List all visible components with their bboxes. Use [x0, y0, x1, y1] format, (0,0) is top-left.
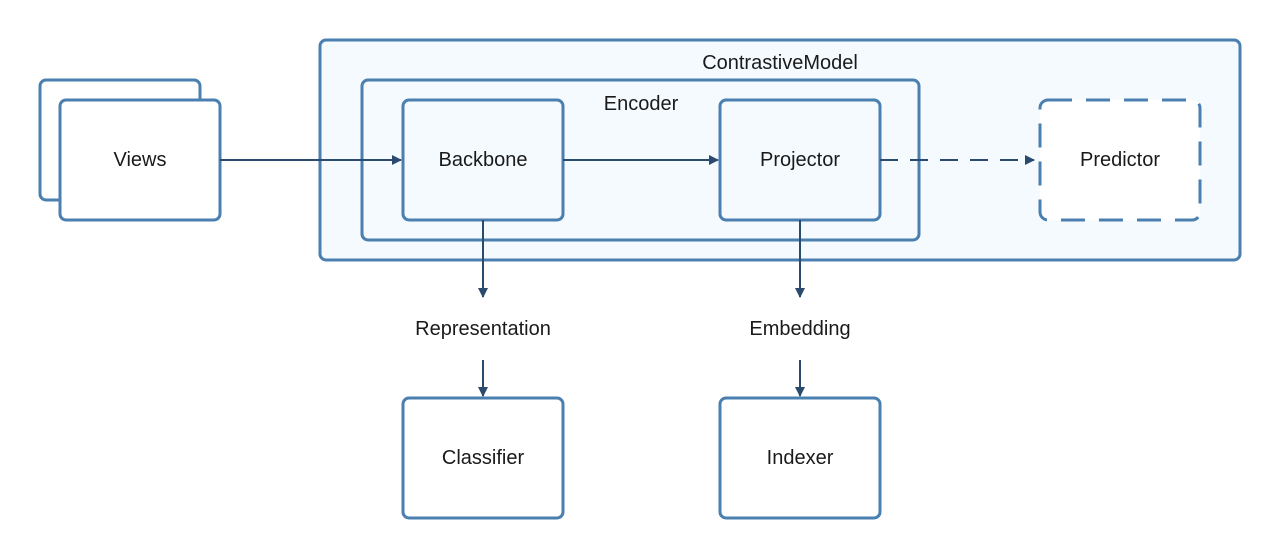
indexer-node[interactable]: Indexer — [718, 396, 882, 520]
backbone-node[interactable]: Backbone — [401, 98, 565, 222]
predictor-node[interactable]: Predictor — [1038, 98, 1202, 222]
classifier-node[interactable]: Classifier — [401, 396, 565, 520]
indexer-label: Indexer — [767, 447, 834, 469]
indexer-box — [718, 396, 882, 520]
contrastive-model-label: ContrastiveModel — [702, 52, 858, 74]
representation-label: Representation — [415, 318, 551, 340]
classifier-label: Classifier — [442, 447, 525, 469]
views-node[interactable]: Views — [38, 78, 222, 222]
predictor-box — [1038, 98, 1202, 222]
predictor-label: Predictor — [1080, 149, 1160, 171]
views-label: Views — [114, 149, 167, 171]
backbone-label: Backbone — [439, 149, 528, 171]
projector-label: Projector — [760, 149, 840, 171]
embedding-label: Embedding — [749, 318, 850, 340]
projector-node[interactable]: Projector — [718, 98, 882, 222]
classifier-box — [401, 396, 565, 520]
encoder-label: Encoder — [604, 93, 679, 115]
